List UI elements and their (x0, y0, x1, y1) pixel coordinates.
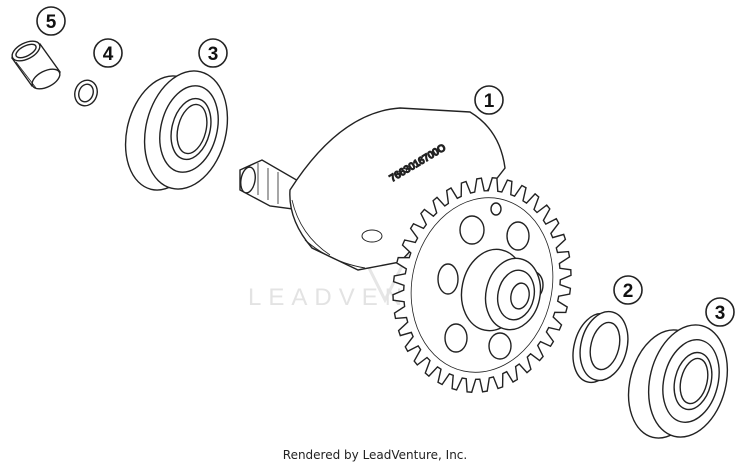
gear-hub (460, 248, 542, 332)
part-3-bearing-right (627, 324, 729, 439)
callout-1: 1 (474, 85, 504, 115)
part-1-crankshaft: 7663016700O (239, 107, 506, 271)
part-5-bushing (10, 40, 62, 90)
callout-5-label: 5 (46, 12, 57, 33)
callout-4-label: 4 (103, 44, 114, 65)
part-3-bearing-left (124, 70, 229, 191)
callout-3-left-label: 3 (208, 44, 219, 65)
footer-credit: Rendered by LeadVenture, Inc. (282, 448, 468, 462)
callout-3-right: 3 (705, 297, 735, 327)
callout-4: 4 (93, 38, 123, 68)
part-4-ring (74, 79, 98, 107)
callout-2: 2 (613, 275, 643, 305)
part-2-washer (572, 310, 629, 384)
callout-3-left: 3 (198, 38, 228, 68)
callout-3-right-label: 3 (715, 303, 726, 324)
callout-2-label: 2 (623, 281, 634, 302)
callout-1-label: 1 (484, 91, 495, 112)
callouts: 5 4 3 1 2 3 (36, 6, 735, 327)
part-1-gear (392, 177, 572, 393)
callout-5: 5 (36, 6, 66, 36)
